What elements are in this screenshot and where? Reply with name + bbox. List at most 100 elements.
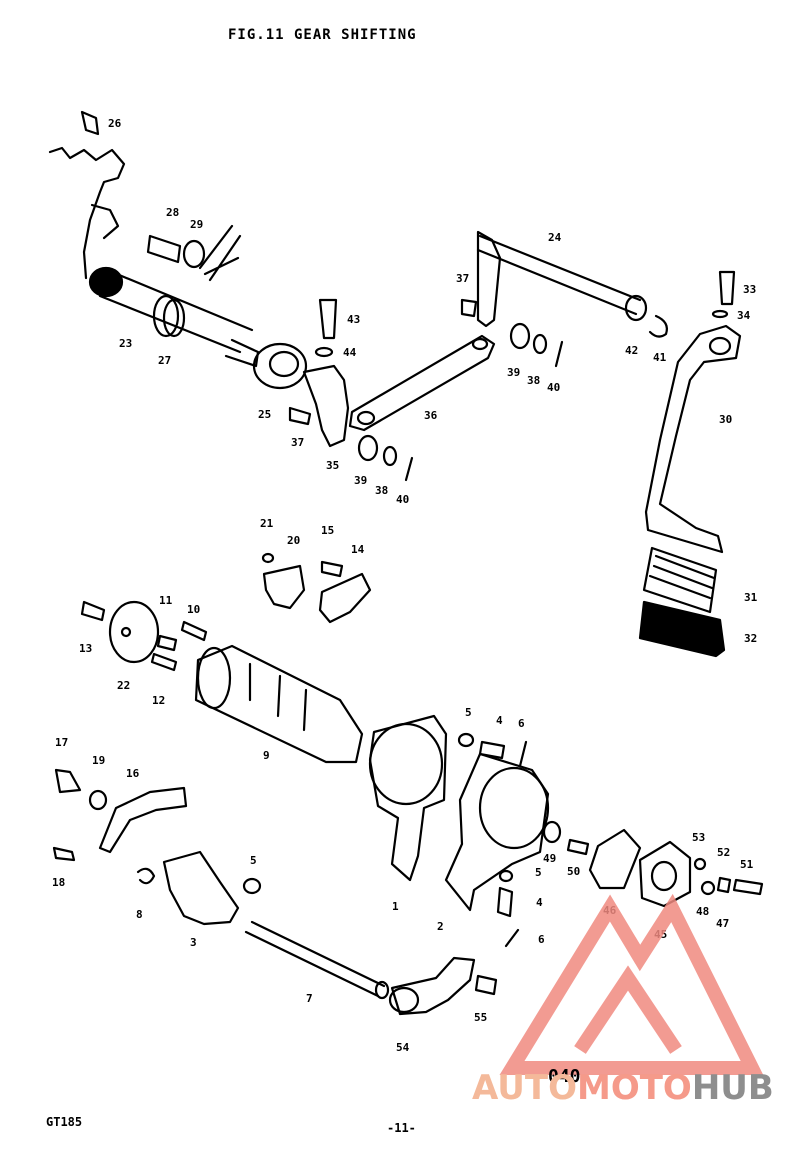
callout-48: 48 (696, 905, 710, 918)
part-36-link (348, 334, 496, 432)
callout-7: 7 (306, 992, 313, 1005)
part-29-washer (182, 239, 206, 269)
callout-21: 21 (260, 517, 274, 530)
callout-37b: 37 (456, 272, 470, 285)
callout-24: 24 (548, 231, 562, 244)
watermark-hub: HUB (691, 1068, 774, 1108)
callout-27: 27 (158, 354, 172, 367)
callout-17: 17 (55, 736, 69, 749)
callout-35: 35 (326, 459, 340, 472)
callout-38a: 38 (375, 484, 389, 497)
part-53-o-ring (693, 857, 707, 871)
callout-34: 34 (737, 309, 751, 322)
callout-19: 19 (92, 754, 106, 767)
part-9-drum (194, 644, 364, 764)
part-3-fork (162, 850, 240, 926)
callout-4b: 4 (536, 896, 543, 909)
part-15-screw (320, 560, 344, 578)
callout-36: 36 (424, 409, 438, 422)
callout-47: 47 (716, 917, 730, 930)
callout-55: 55 (474, 1011, 488, 1024)
callout-51: 51 (740, 858, 754, 871)
part-10-pin (180, 620, 208, 642)
callout-16: 16 (126, 767, 140, 780)
part-17-screw (54, 768, 82, 794)
callout-26: 26 (108, 117, 122, 130)
part-16-lever (98, 786, 188, 854)
figure-title: FIG.11 GEAR SHIFTING (228, 27, 417, 43)
page-stamp: 040 (548, 1066, 581, 1087)
part-25-seal (252, 342, 308, 390)
part-32-grip (638, 600, 726, 658)
model-code: GT185 (46, 1115, 83, 1129)
callout-14: 14 (351, 543, 365, 556)
part-33-bolt (718, 270, 736, 306)
callout-33: 33 (743, 283, 757, 296)
callout-6a: 6 (518, 717, 525, 730)
callout-25: 25 (258, 408, 272, 421)
watermark-auto: AUTO (472, 1068, 577, 1108)
callout-22: 22 (117, 679, 131, 692)
callout-39b: 39 (507, 366, 521, 379)
part-14-plate (318, 572, 372, 624)
part-20-stopper (262, 564, 306, 610)
part-41-clip (648, 314, 668, 338)
callout-1: 1 (392, 900, 399, 913)
part-23-shaft (98, 270, 254, 354)
part-46-gasket (588, 828, 642, 890)
callout-5a: 5 (465, 706, 472, 719)
callout-37: 37 (291, 436, 305, 449)
part-18-spring (52, 846, 76, 862)
part-21-clip (261, 552, 275, 564)
callout-10: 10 (187, 603, 201, 616)
callout-18: 18 (52, 876, 66, 889)
part-31-rubber (642, 546, 718, 614)
callout-39a: 39 (354, 474, 368, 487)
part-44-washer (314, 346, 334, 358)
callout-6b: 6 (538, 933, 545, 946)
part-43-bolt (318, 298, 338, 340)
part-arm-upper (48, 146, 126, 280)
callout-53: 53 (692, 831, 706, 844)
part-42-washer (624, 294, 648, 322)
callout-13: 13 (79, 642, 93, 655)
part-19-washer (88, 789, 108, 811)
callout-23: 23 (119, 337, 133, 350)
part-13-screw (80, 600, 106, 622)
part-50-screw (566, 838, 590, 856)
callout-28: 28 (166, 206, 180, 219)
part-5-ball (457, 732, 475, 748)
part-34-washer (711, 309, 729, 319)
part-8-clip (136, 867, 156, 885)
callout-52: 52 (717, 846, 731, 859)
part-35-lever (302, 364, 350, 448)
part-22-cam-plate (108, 600, 160, 664)
part-47-nut (716, 876, 732, 894)
callout-38b: 38 (527, 374, 541, 387)
callout-32: 32 (744, 632, 758, 645)
callout-50: 50 (567, 865, 581, 878)
part-23-shaft-end (88, 266, 124, 298)
callout-31: 31 (744, 591, 758, 604)
part-1-fork (368, 714, 448, 882)
callout-11: 11 (159, 594, 173, 607)
part-28-bolt (146, 234, 182, 264)
callout-30: 30 (719, 413, 733, 426)
callout-41: 41 (653, 351, 667, 364)
callout-9: 9 (263, 749, 270, 762)
callout-44: 44 (343, 346, 357, 359)
part-30-pedal (644, 324, 742, 554)
callout-40b: 40 (547, 381, 561, 394)
callout-20: 20 (287, 534, 301, 547)
part-55-spring (474, 974, 498, 996)
part-48-washer (700, 880, 716, 896)
callout-5c: 5 (535, 866, 542, 879)
part-27-spring (152, 294, 180, 338)
part-54-lever (390, 956, 476, 1016)
part-4-pin (478, 740, 506, 760)
callout-8: 8 (136, 908, 143, 921)
watermark-moto: MOTO (576, 1068, 692, 1108)
part-37-pin (288, 406, 312, 426)
